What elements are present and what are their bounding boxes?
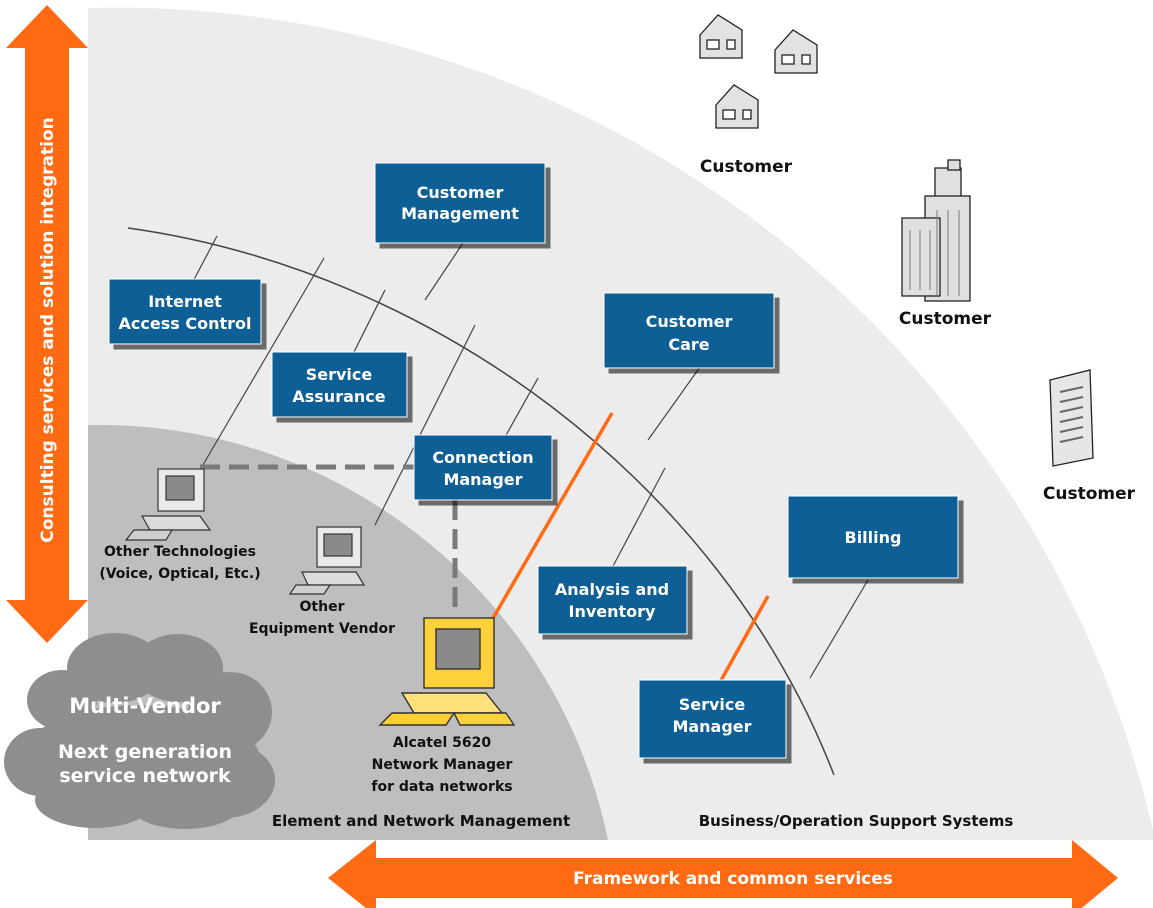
- service-assurance-label-1: Service: [306, 365, 373, 384]
- alcatel-label-1: Alcatel 5620: [393, 735, 491, 751]
- billing-label: Billing: [845, 528, 902, 547]
- service-manager-label-2: Manager: [672, 717, 751, 736]
- customer-server-icon: [1049, 369, 1094, 467]
- dashed-links: [200, 464, 458, 615]
- box-connection-manager[interactable]: [413, 434, 553, 501]
- other-technologies-computer-icon: [124, 468, 212, 541]
- customer-management-label-1: Customer: [417, 183, 504, 202]
- internet-access-control-label-1: Internet: [148, 292, 222, 311]
- cloud-subtitle-1: Next generation: [58, 741, 232, 763]
- customer-care-label-2: Care: [668, 335, 709, 354]
- multi-vendor-cloud: [4, 633, 275, 829]
- other-technologies-label-1: Other Technologies: [104, 544, 256, 560]
- box-customer-management[interactable]: [374, 162, 546, 244]
- bottom-horizontal-arrow: [328, 840, 1118, 908]
- other-technologies-label-2: (Voice, Optical, Etc.): [99, 566, 260, 582]
- alcatel-label-3: for data networks: [371, 779, 512, 795]
- other-vendor-computer-icon: [288, 526, 366, 595]
- bottom-arrow-label: Framework and common services: [573, 869, 893, 889]
- connection-manager-label-1: Connection: [432, 448, 533, 467]
- orange-links: [490, 412, 770, 694]
- element-network-management-label: Element and Network Management: [272, 812, 570, 830]
- customer-homes-label: Customer: [700, 157, 793, 177]
- customer-care-label-1: Customer: [646, 312, 733, 331]
- analysis-inventory-label-1: Analysis and: [555, 580, 669, 599]
- customer-buildings-label: Customer: [899, 309, 992, 329]
- customer-buildings-icon: [901, 159, 971, 302]
- other-vendor-label-2: Equipment Vendor: [249, 621, 395, 637]
- box-internet-access-control[interactable]: [108, 278, 262, 345]
- alcatel-label-2: Network Manager: [372, 757, 513, 773]
- box-service-manager[interactable]: [638, 679, 787, 759]
- service-assurance-label-2: Assurance: [292, 387, 385, 406]
- box-billing[interactable]: [787, 495, 959, 579]
- cloud-title: Multi-Vendor: [69, 694, 221, 718]
- box-service-assurance[interactable]: [271, 351, 408, 418]
- box-analysis-inventory[interactable]: [537, 565, 688, 635]
- service-manager-label-1: Service: [679, 695, 746, 714]
- analysis-inventory-label-2: Inventory: [569, 602, 657, 621]
- alcatel-5620-computer-icon: [378, 617, 516, 726]
- left-arrow-label: Consulting services and solution integra…: [38, 117, 58, 542]
- business-operation-support-label: Business/Operation Support Systems: [699, 812, 1014, 830]
- left-vertical-arrow: [6, 5, 88, 643]
- customer-homes-icon: [699, 14, 818, 129]
- internet-access-control-label-2: Access Control: [119, 314, 252, 333]
- connection-manager-label-2: Manager: [443, 470, 522, 489]
- customer-server-label: Customer: [1043, 484, 1136, 504]
- other-vendor-label-1: Other: [300, 599, 345, 615]
- customer-management-label-2: Management: [401, 204, 519, 223]
- layer-arc-line: [127, 227, 835, 776]
- cloud-subtitle-2: service network: [59, 765, 231, 787]
- box-customer-care[interactable]: [603, 292, 775, 369]
